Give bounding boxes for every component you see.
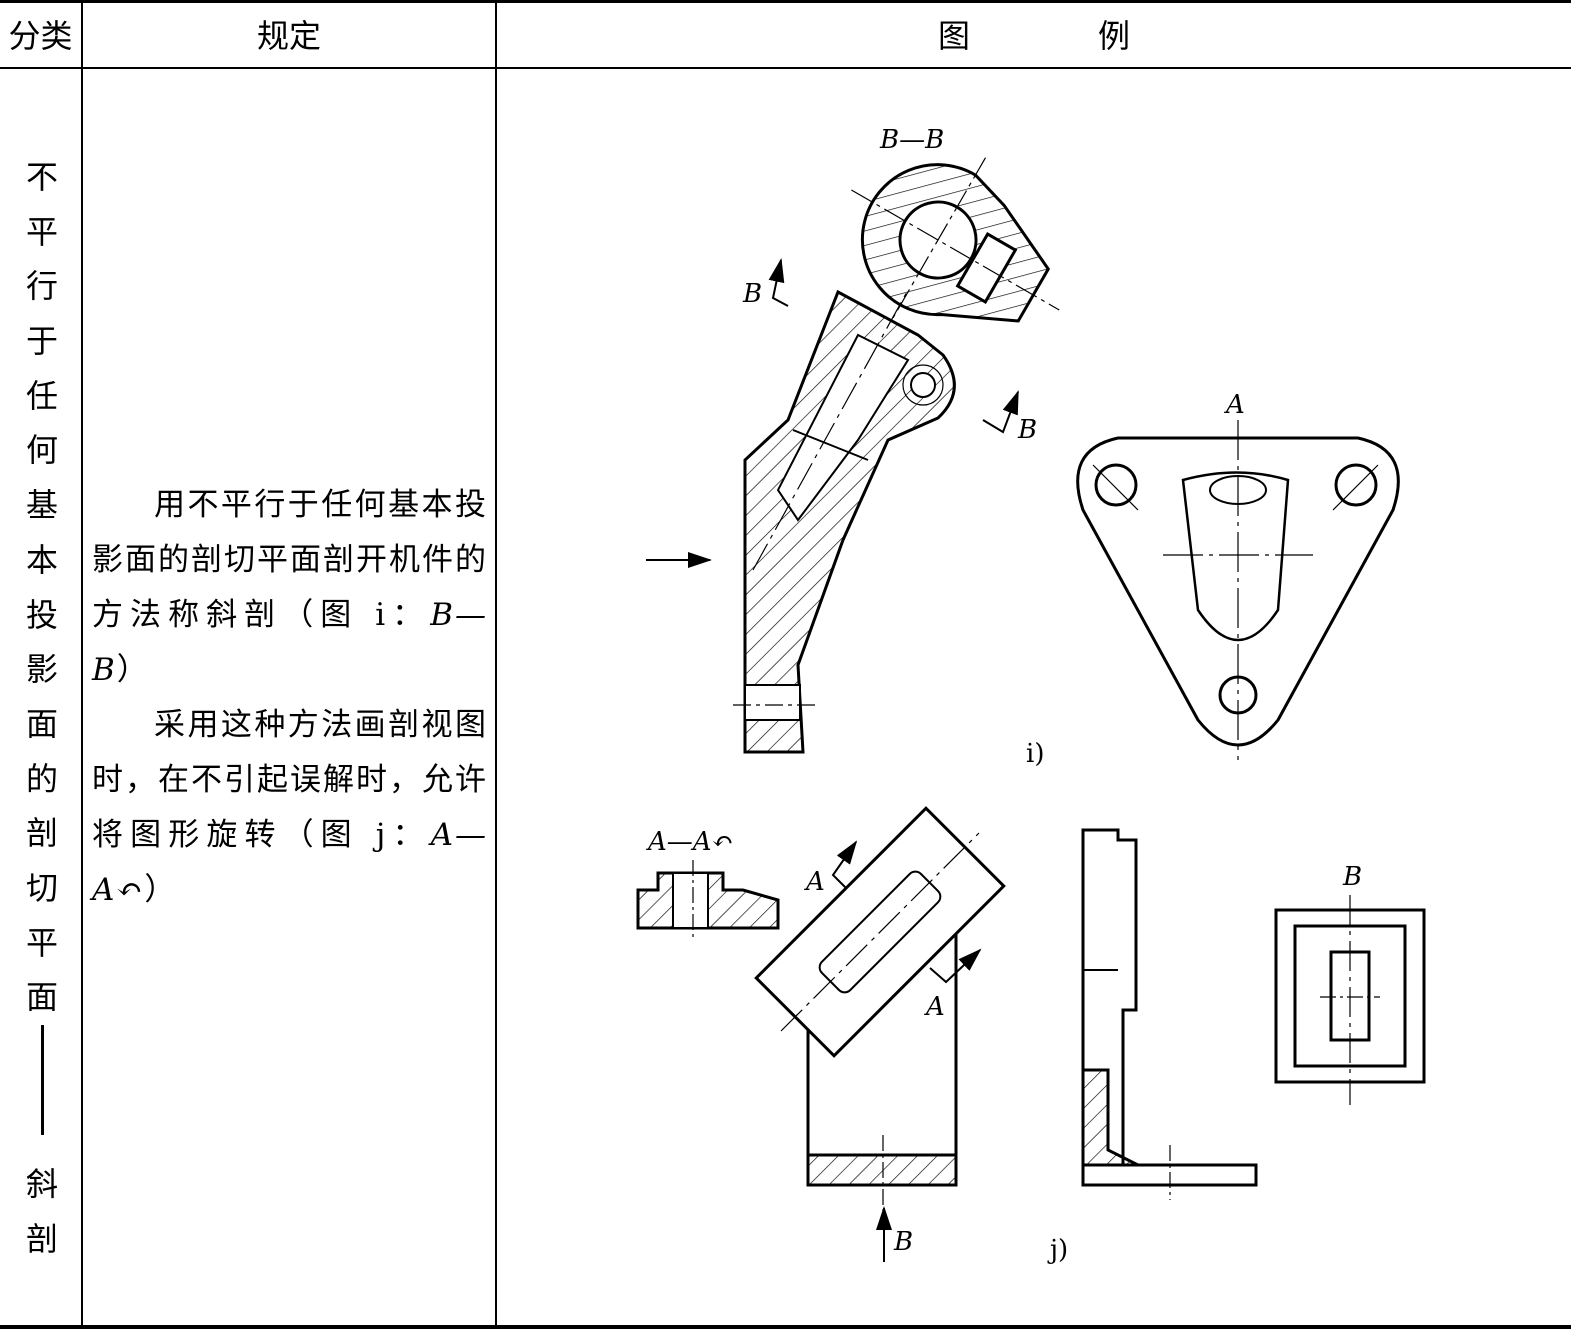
view-label-b-top: B <box>1342 862 1362 892</box>
rule-paragraph-1: 用不平行于任何基本投影面的剖切平面剖开机件的方法称斜剖（图 i：B—B） <box>92 478 488 698</box>
category-char: 行 <box>25 267 58 306</box>
cut-label-a-upper: A <box>804 867 825 897</box>
figure-i: B—B B B A <box>646 125 1400 769</box>
rule-paragraph-2: 采用这种方法画剖视图时，在不引起误解时，允许将图形旋转（图 j：A—A↶） <box>92 698 488 918</box>
header-divider <box>0 67 1571 69</box>
category-text: 不 平 行 于 任 何 基 本 投 影 面 的 剖 切 平 面 斜 剖 <box>6 150 78 1266</box>
header-category: 分类 <box>8 17 73 55</box>
category-char: 切 <box>25 868 58 907</box>
category-char: 面 <box>25 704 58 743</box>
header-rule: 规定 <box>256 17 321 55</box>
rule-text: 用不平行于任何基本投影面的剖切平面剖开机件的方法称斜剖（图 i：B—B） 采用这… <box>92 478 488 918</box>
main-view-stem <box>806 933 958 1220</box>
category-char: 于 <box>25 322 58 361</box>
category-char: 基 <box>25 486 58 525</box>
side-view-l-bracket <box>1081 828 1258 1200</box>
column-divider-1 <box>81 0 83 1329</box>
rule-text-span: ） <box>116 652 150 688</box>
rule-italic-label: B—B <box>92 597 488 688</box>
header-example: 图 例 <box>937 17 1130 55</box>
rule-text-span: ↶） <box>116 872 178 908</box>
section-bb-view <box>851 157 1060 323</box>
category-dash <box>40 1025 44 1135</box>
category-char: 不 <box>25 158 58 196</box>
category-char: 平 <box>25 212 58 251</box>
cut-label-b-upper: B <box>742 279 762 309</box>
figure-j: A—A↶ A A B j) B <box>636 806 1426 1265</box>
section-title-bb: B—B <box>879 125 944 155</box>
table-top-border <box>0 0 1571 3</box>
rule-italic-label: A—A <box>92 817 488 908</box>
column-divider-2 <box>495 0 497 1329</box>
table-bottom-border <box>0 1325 1571 1329</box>
cut-label-a-lower: A <box>924 992 945 1022</box>
rotated-block <box>754 806 1006 1058</box>
section-title-aa: A—A↶ <box>646 827 733 857</box>
category-char: 剖 <box>25 814 58 853</box>
example-drawings: B—B B B A <box>636 125 1426 1265</box>
view-label-a: A <box>1224 390 1245 420</box>
view-a-plate <box>1076 420 1400 760</box>
category-char: 任 <box>25 376 58 415</box>
view-b-square <box>1274 895 1426 1105</box>
category-char: 何 <box>25 431 58 470</box>
rule-text-span: 用不平行于任何基本投影面的剖切平面剖开机件的方法称斜剖（图 i： <box>92 487 488 633</box>
category-char: 面 <box>25 978 58 1017</box>
category-char: 平 <box>25 923 58 962</box>
category-char: 的 <box>25 759 58 798</box>
category-char: 剖 <box>25 1219 58 1258</box>
category-char: 斜 <box>25 1165 58 1203</box>
main-view-bracket <box>733 289 956 754</box>
caption-j: j) <box>1047 1235 1068 1265</box>
category-char: 本 <box>25 540 58 579</box>
caption-i: i) <box>1026 739 1044 769</box>
cut-label-b-lower: B <box>1017 415 1037 445</box>
view-label-b-bottom: B <box>893 1227 913 1257</box>
category-char: 投 <box>25 595 58 634</box>
rule-text-span: 采用这种方法画剖视图时，在不引起误解时，允许将图形旋转（图 j： <box>92 707 488 853</box>
section-aa-view <box>636 860 780 938</box>
category-char: 影 <box>25 650 58 689</box>
